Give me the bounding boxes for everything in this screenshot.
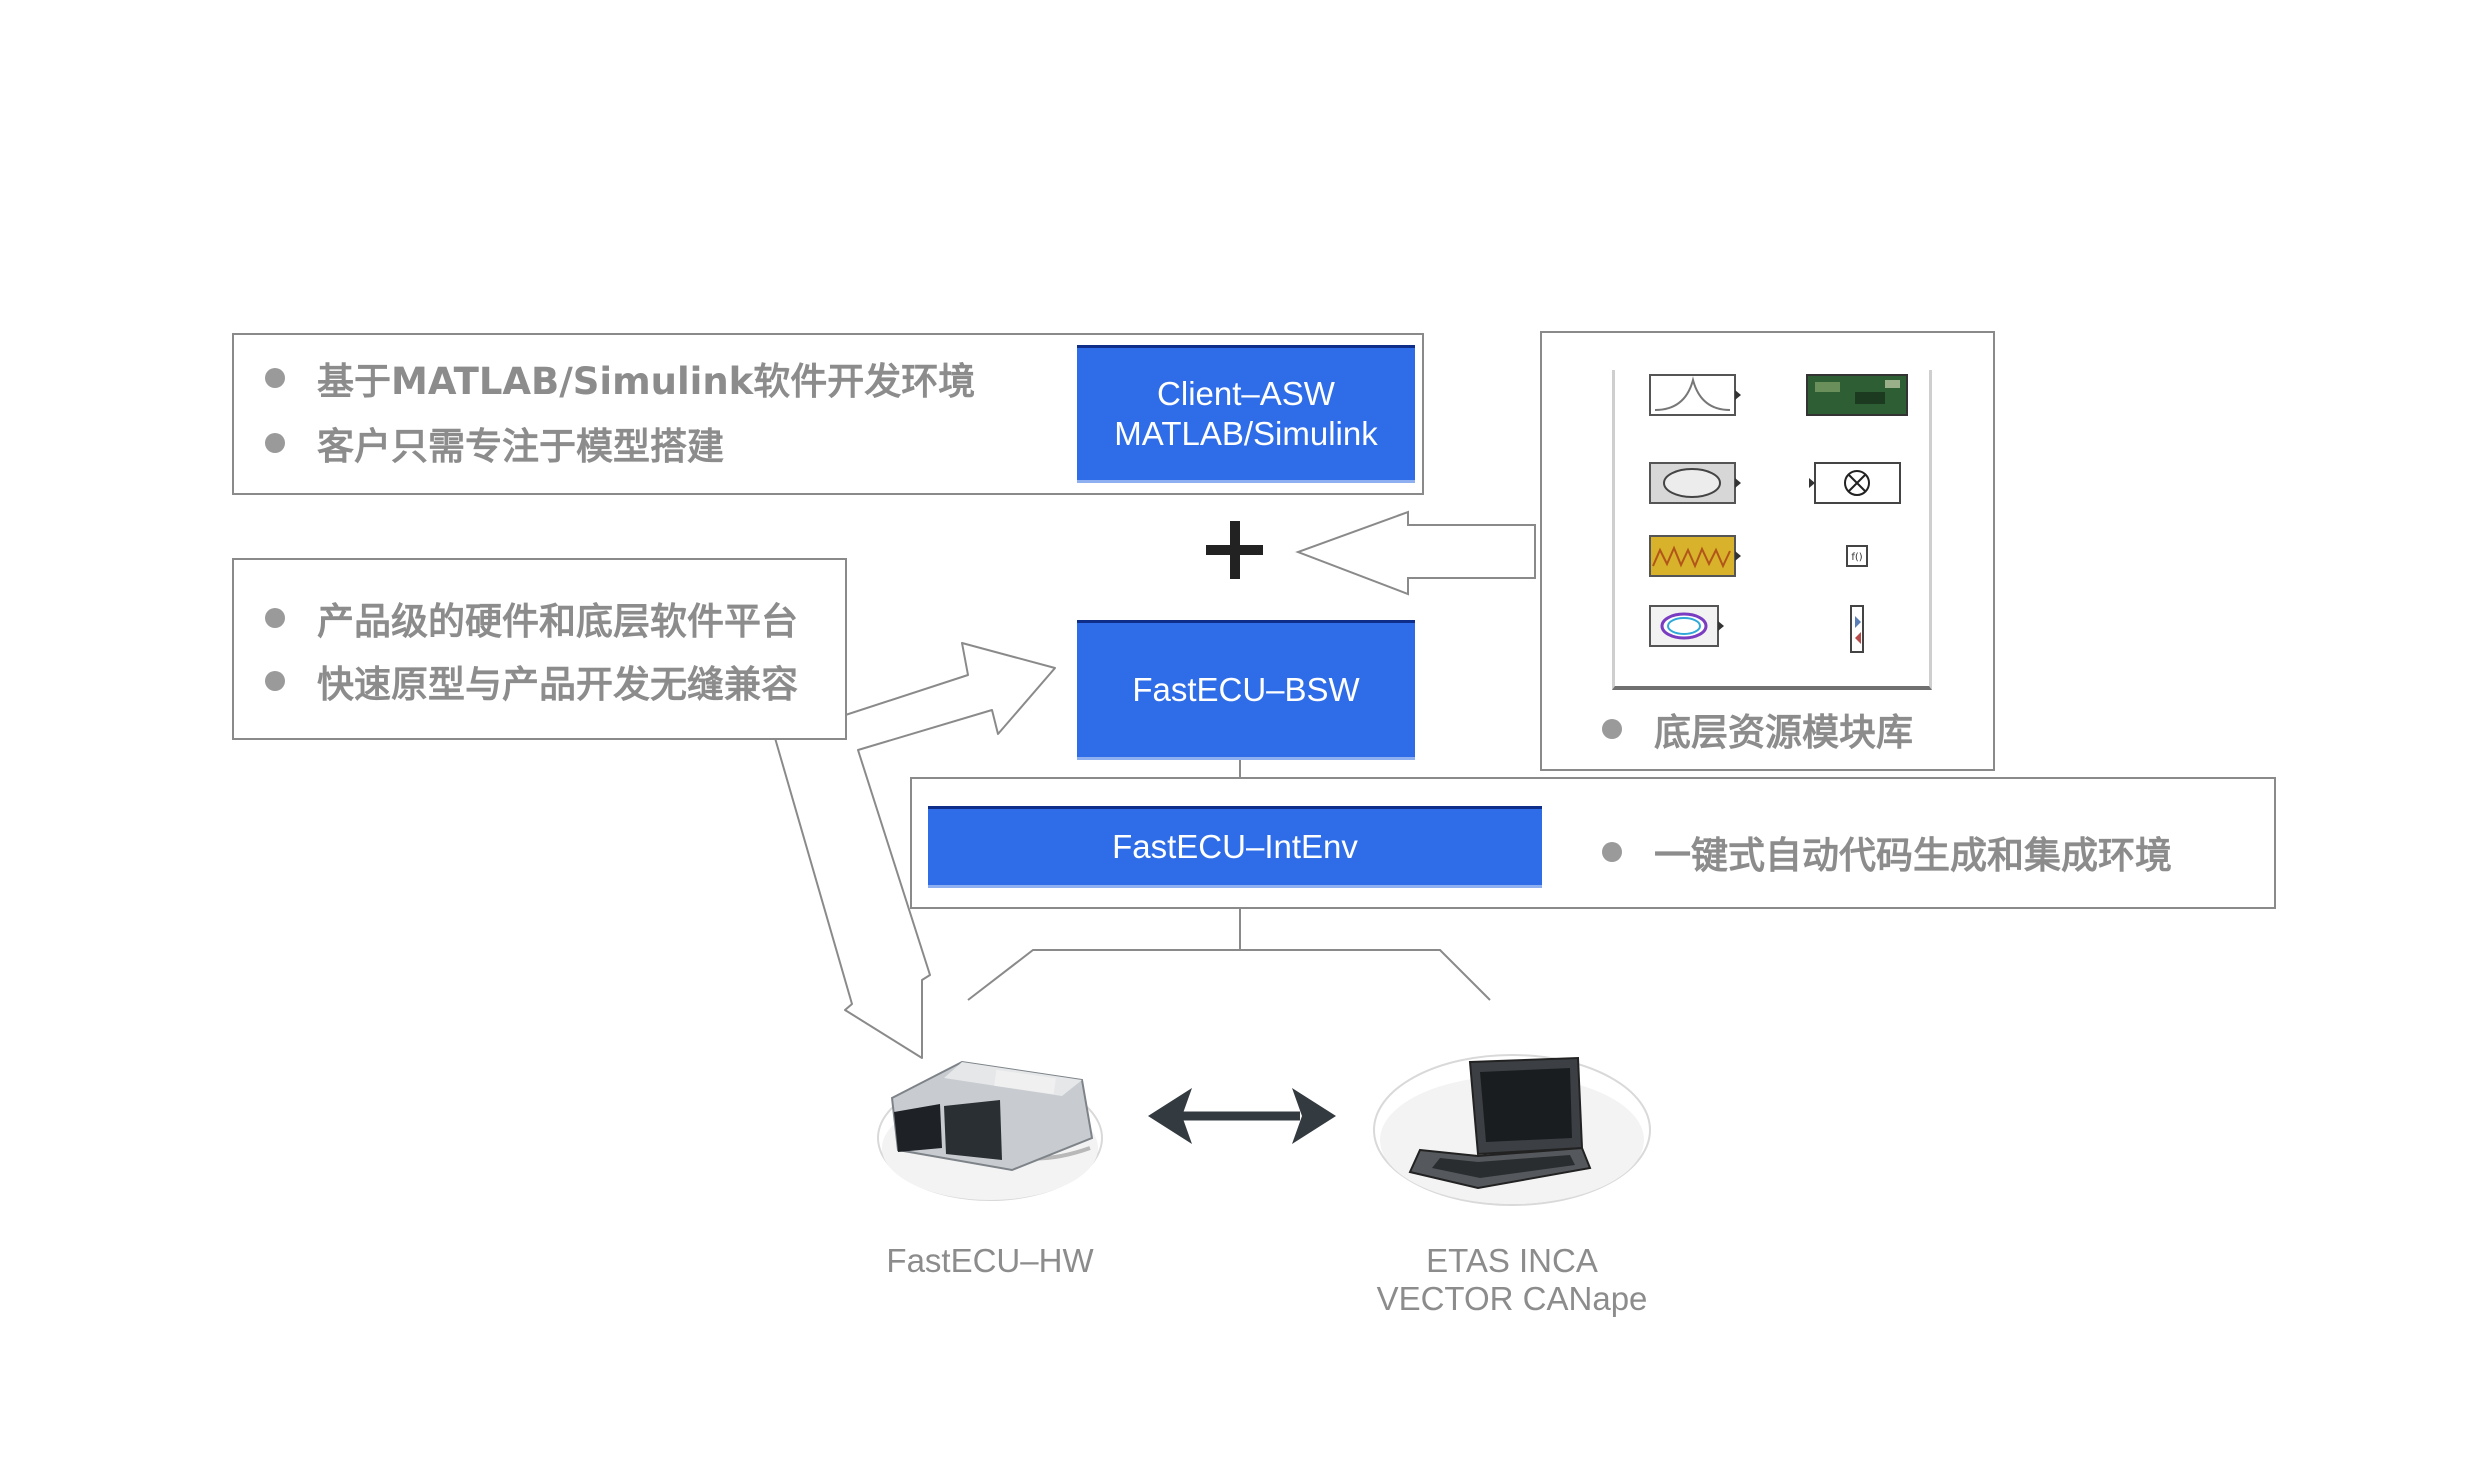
noise-signal-block-icon (1649, 535, 1741, 577)
small-port-block-icon: f() (1846, 545, 1868, 567)
fastecu-intenv-box: FastECU–IntEnv (928, 806, 1542, 888)
split-line-left (967, 893, 1241, 1001)
bidirectional-arrow (1148, 1088, 1336, 1144)
fastecu-bsw-label: FastECU–BSW (1132, 671, 1360, 708)
bsw-bullet-2-text: 快速原型与产品开发无缝兼容 (317, 663, 798, 706)
fastecu-intenv-label: FastECU–IntEnv (1112, 828, 1358, 865)
asw-bullet-2-text: 客户只需专注于模型搭建 (317, 425, 724, 468)
asw-bullet-1-text: 基于MATLAB/Simulink软件开发环境 (317, 360, 976, 403)
asw-bullet-2: 客户只需专注于模型搭建 (265, 420, 724, 468)
bullet-dot-icon (265, 433, 285, 453)
bullet-dot-icon (1602, 842, 1622, 862)
ecu-hardware-icon (877, 1060, 1103, 1201)
circuit-board-block-icon (1806, 374, 1908, 416)
intenv-bullet: 一键式自动代码生成和集成环境 (1602, 829, 2172, 877)
laptop-icon (1373, 1054, 1651, 1206)
split-line-right (1240, 949, 1491, 1001)
block-library-canvas: f() (1612, 370, 1932, 690)
bsw-bullet-1-text: 产品级的硬件和底层软件平台 (317, 600, 798, 643)
os-block-icon (1649, 605, 1724, 647)
bullet-dot-icon (265, 608, 285, 628)
library-caption: 底层资源模块库 (1602, 706, 1913, 754)
bsw-bullet-1: 产品级的硬件和底层软件平台 (265, 595, 798, 643)
bullet-dot-icon (265, 671, 285, 691)
plus-icon (1206, 521, 1263, 579)
bsw-panel (232, 558, 847, 740)
tool-label-inca: ETAS INCA (1426, 1242, 1598, 1279)
library-caption-text: 底层资源模块库 (1654, 711, 1913, 754)
intenv-bullet-text: 一键式自动代码生成和集成环境 (1654, 834, 2172, 877)
can-bus-block-icon (1649, 462, 1741, 504)
bullet-dot-icon (1602, 719, 1622, 739)
hw-to-bsw-arrow (774, 642, 1056, 1059)
asw-bullet-1: 基于MATLAB/Simulink软件开发环境 (265, 355, 975, 403)
tool-label-canape: VECTOR CANape (1376, 1280, 1648, 1317)
multiplier-block-icon (1809, 462, 1901, 504)
fastecu-bsw-box: FastECU–BSW (1077, 620, 1415, 760)
bsw-bullet-2: 快速原型与产品开发无缝兼容 (265, 658, 798, 706)
bullet-dot-icon (265, 368, 285, 388)
client-asw-box: Client–ASW MATLAB/Simulink (1077, 345, 1415, 483)
ecu-label: FastECU–HW (886, 1242, 1094, 1279)
client-asw-sublabel: MATLAB/Simulink (1114, 415, 1378, 452)
client-asw-label: Client–ASW (1157, 375, 1335, 412)
library-to-plus-arrow (1295, 510, 1536, 596)
connector-block-icon (1850, 605, 1864, 653)
tool-caption: ETAS INCA VECTOR CANape (1352, 1242, 1672, 1318)
svg-text:f(): f() (1851, 552, 1862, 563)
signal-curve-block-icon (1649, 374, 1741, 416)
ecu-caption: FastECU–HW (860, 1242, 1120, 1280)
